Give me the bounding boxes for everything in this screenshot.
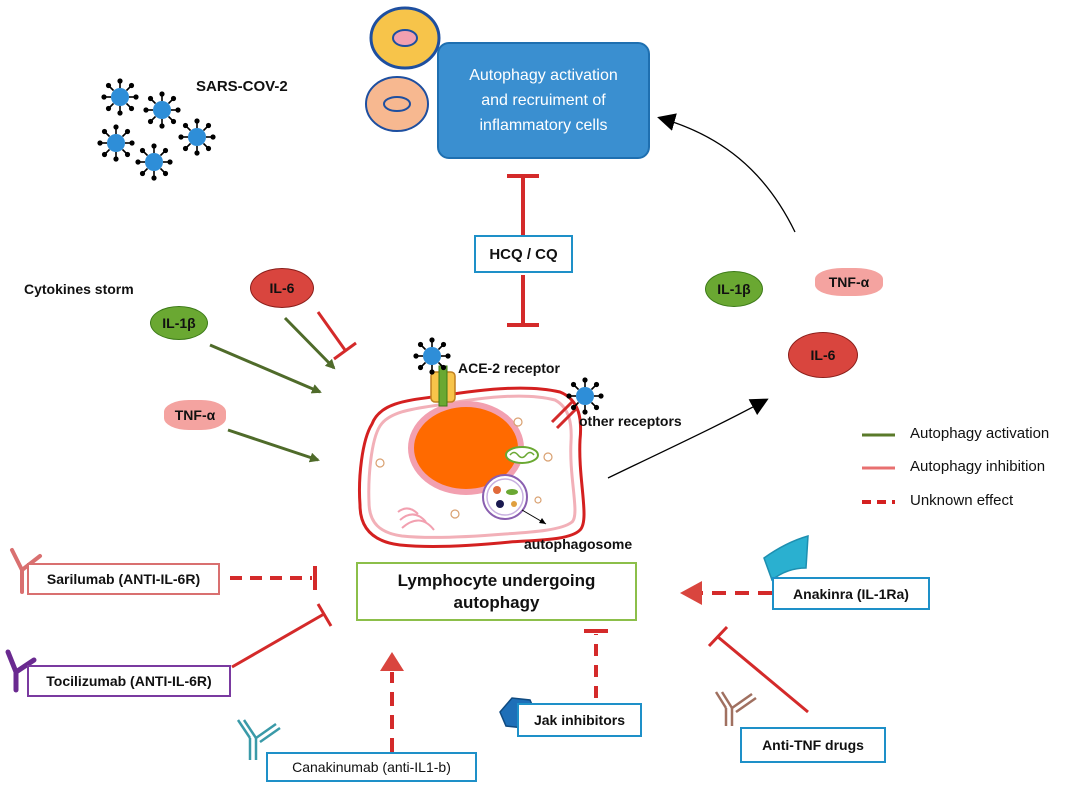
lymphocyte-autophagy-box: Lymphocyte undergoing autophagy [356,562,637,621]
anti-tnf-box: Anti-TNF drugs [740,727,886,763]
tocilizumab-antibody-icon [5,649,37,693]
cytokine-release-arrow [607,398,769,479]
il1b-right-badge: IL-1β [705,271,763,307]
virus-icon [565,376,605,416]
jak-link [584,629,608,698]
autophagy-box-line3: inflammatory cells [479,117,608,134]
ace2-receptor-icon [430,365,456,407]
inflammatory-cell-icon [365,76,429,132]
ace2-receptor-label: ACE-2 receptor [458,360,560,376]
virus-icon [96,123,136,163]
cytokines-storm-label: Cytokines storm [24,281,134,297]
autophagosome-label: autophagosome [524,536,633,552]
autophagy-box-line2: and recruiment of [481,92,606,109]
tnfa-right-badge: TNF-α [815,268,883,296]
anti-tnf-link [707,625,809,714]
autophagy-activation-box: Autophagy activation and recruiment of i… [437,42,650,159]
center-box-line2: autophagy [453,592,540,612]
tocilizumab-box: Tocilizumab (ANTI-IL-6R) [27,665,231,697]
autophagy-box-line1: Autophagy activation [469,67,618,84]
il6-inhibition-link [316,311,357,361]
il1b-left-badge: IL-1β [150,306,208,340]
il6-left-badge: IL-6 [250,268,314,308]
legend-unknown-label: Unknown effect [910,492,1014,509]
tocilizumab-link [231,603,333,669]
virus-icon [412,336,452,376]
canakinumab-antibody-icon [236,719,281,760]
sarilumab-link [230,566,317,590]
virus-icon [134,142,174,182]
lymphocyte-cell [358,386,586,548]
legend-swatches [862,433,895,504]
anakinra-icon [763,534,809,582]
recruitment-arrow [657,113,796,233]
center-box-line1: Lymphocyte undergoing [397,570,596,590]
legend-activation-label: Autophagy activation [910,425,1050,442]
canakinumab-link [380,652,404,752]
jak-inhibitors-box: Jak inhibitors [517,703,642,737]
other-receptor-icon [550,400,579,430]
canakinumab-box: Canakinumab (anti-IL1-b) [266,752,477,782]
anti-tnf-antibody-icon [714,691,757,726]
virus-icon [142,90,182,130]
virus-icon [100,77,140,117]
sarilumab-box: Sarilumab (ANTI-IL-6R) [27,563,220,595]
virus-label: SARS-COV-2 [196,78,288,95]
inflammatory-cell-icon [369,6,441,70]
virus-icon [177,117,217,157]
anakinra-link [680,581,772,605]
hcq-inhibition-links [507,174,539,327]
cytokine-activation-arrows [209,316,336,463]
hcq-cq-box: HCQ / CQ [474,235,573,273]
tnfa-left-badge: TNF-α [164,400,226,430]
legend-inhibition-label: Autophagy inhibition [910,458,1046,475]
anakinra-box: Anakinra (IL-1Ra) [772,577,930,610]
other-receptors-label: other receptors [579,413,682,429]
il6-right-badge: IL-6 [788,332,858,378]
